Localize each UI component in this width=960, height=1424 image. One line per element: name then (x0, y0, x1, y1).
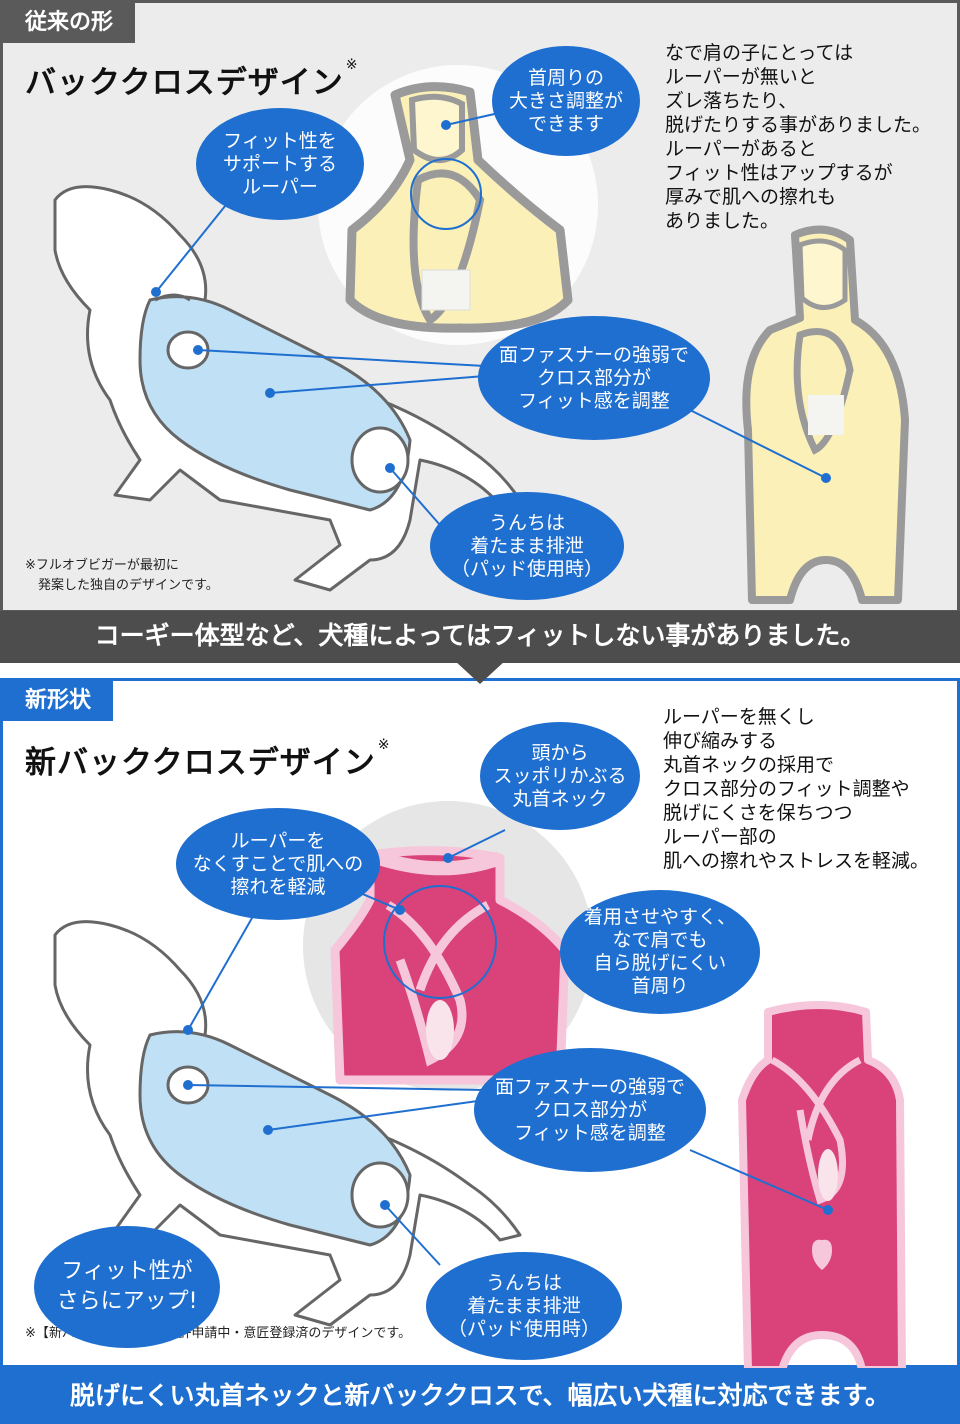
title-old-mark: ※ (345, 57, 359, 73)
bubble-old-fit: フィット性を サポートする ルーパー (196, 108, 364, 220)
bubble-new-fitup: フィット性が さらにアップ! (34, 1226, 220, 1348)
transition-arrow (454, 660, 506, 684)
bubble-old-neck: 首周りの 大きさ調整が できます (492, 46, 640, 156)
garment-yellow-main (345, 82, 573, 333)
title-old: バッククロスデザイン※ (25, 57, 359, 102)
garment-pink-side (738, 1001, 906, 1374)
note-old: ※フルオブビガーが最初に 発案した独自のデザインです。 (25, 558, 219, 593)
banner-old: コーギー体型など、犬種によってはフィットしない事がありました。 (0, 611, 960, 663)
description-new: ルーパーを無くし 伸び縮みする 丸首ネックの採用で クロス部分のフィット調整や … (663, 706, 930, 872)
leader-dots-old (151, 120, 831, 483)
bubble-new-easy: 着用させやすく、 なで肩でも 自ら脱げにくい 首周り (560, 890, 760, 1014)
garment-yellow-side (742, 225, 909, 604)
banner-new: 脱げにくい丸首ネックと新バッククロスで、幅広い犬種に対応できます。 (0, 1368, 960, 1424)
bubble-new-toilet: うんちは 着たまま排泄 （パッド使用時） (426, 1252, 622, 1360)
garment-highlight-ring-new (383, 885, 497, 999)
bubble-new-head: 頭から スッポリかぶる 丸首ネック (480, 722, 640, 830)
bubble-old-velcro: 面ファスナーの強弱で クロス部分が フィット感を調整 (478, 316, 710, 440)
section-tag-old: 従来の形 (3, 3, 136, 43)
description-old: なで肩の子にとっては ルーパーが無いと ズレ落ちたり、 脱げたりする事がありまし… (665, 42, 932, 232)
title-old-text: バッククロスデザイン (25, 65, 344, 101)
title-new-text: 新バッククロスデザイン (25, 745, 376, 781)
section-tag-new: 新形状 (3, 681, 114, 721)
bubble-new-looper: ルーパーを なくすことで肌への 擦れを軽減 (176, 808, 380, 920)
title-new-mark: ※ (377, 737, 391, 753)
leader-dots-new (183, 853, 833, 1215)
title-new: 新バッククロスデザイン※ (25, 737, 391, 782)
bubble-old-toilet: うんちは 着たまま排泄 （パッド使用時） (430, 492, 624, 600)
garment-pink-main (330, 846, 570, 1085)
bubble-new-velcro: 面ファスナーの強弱で クロス部分が フィット感を調整 (474, 1048, 706, 1172)
garment-highlight-ring-old (410, 158, 482, 230)
